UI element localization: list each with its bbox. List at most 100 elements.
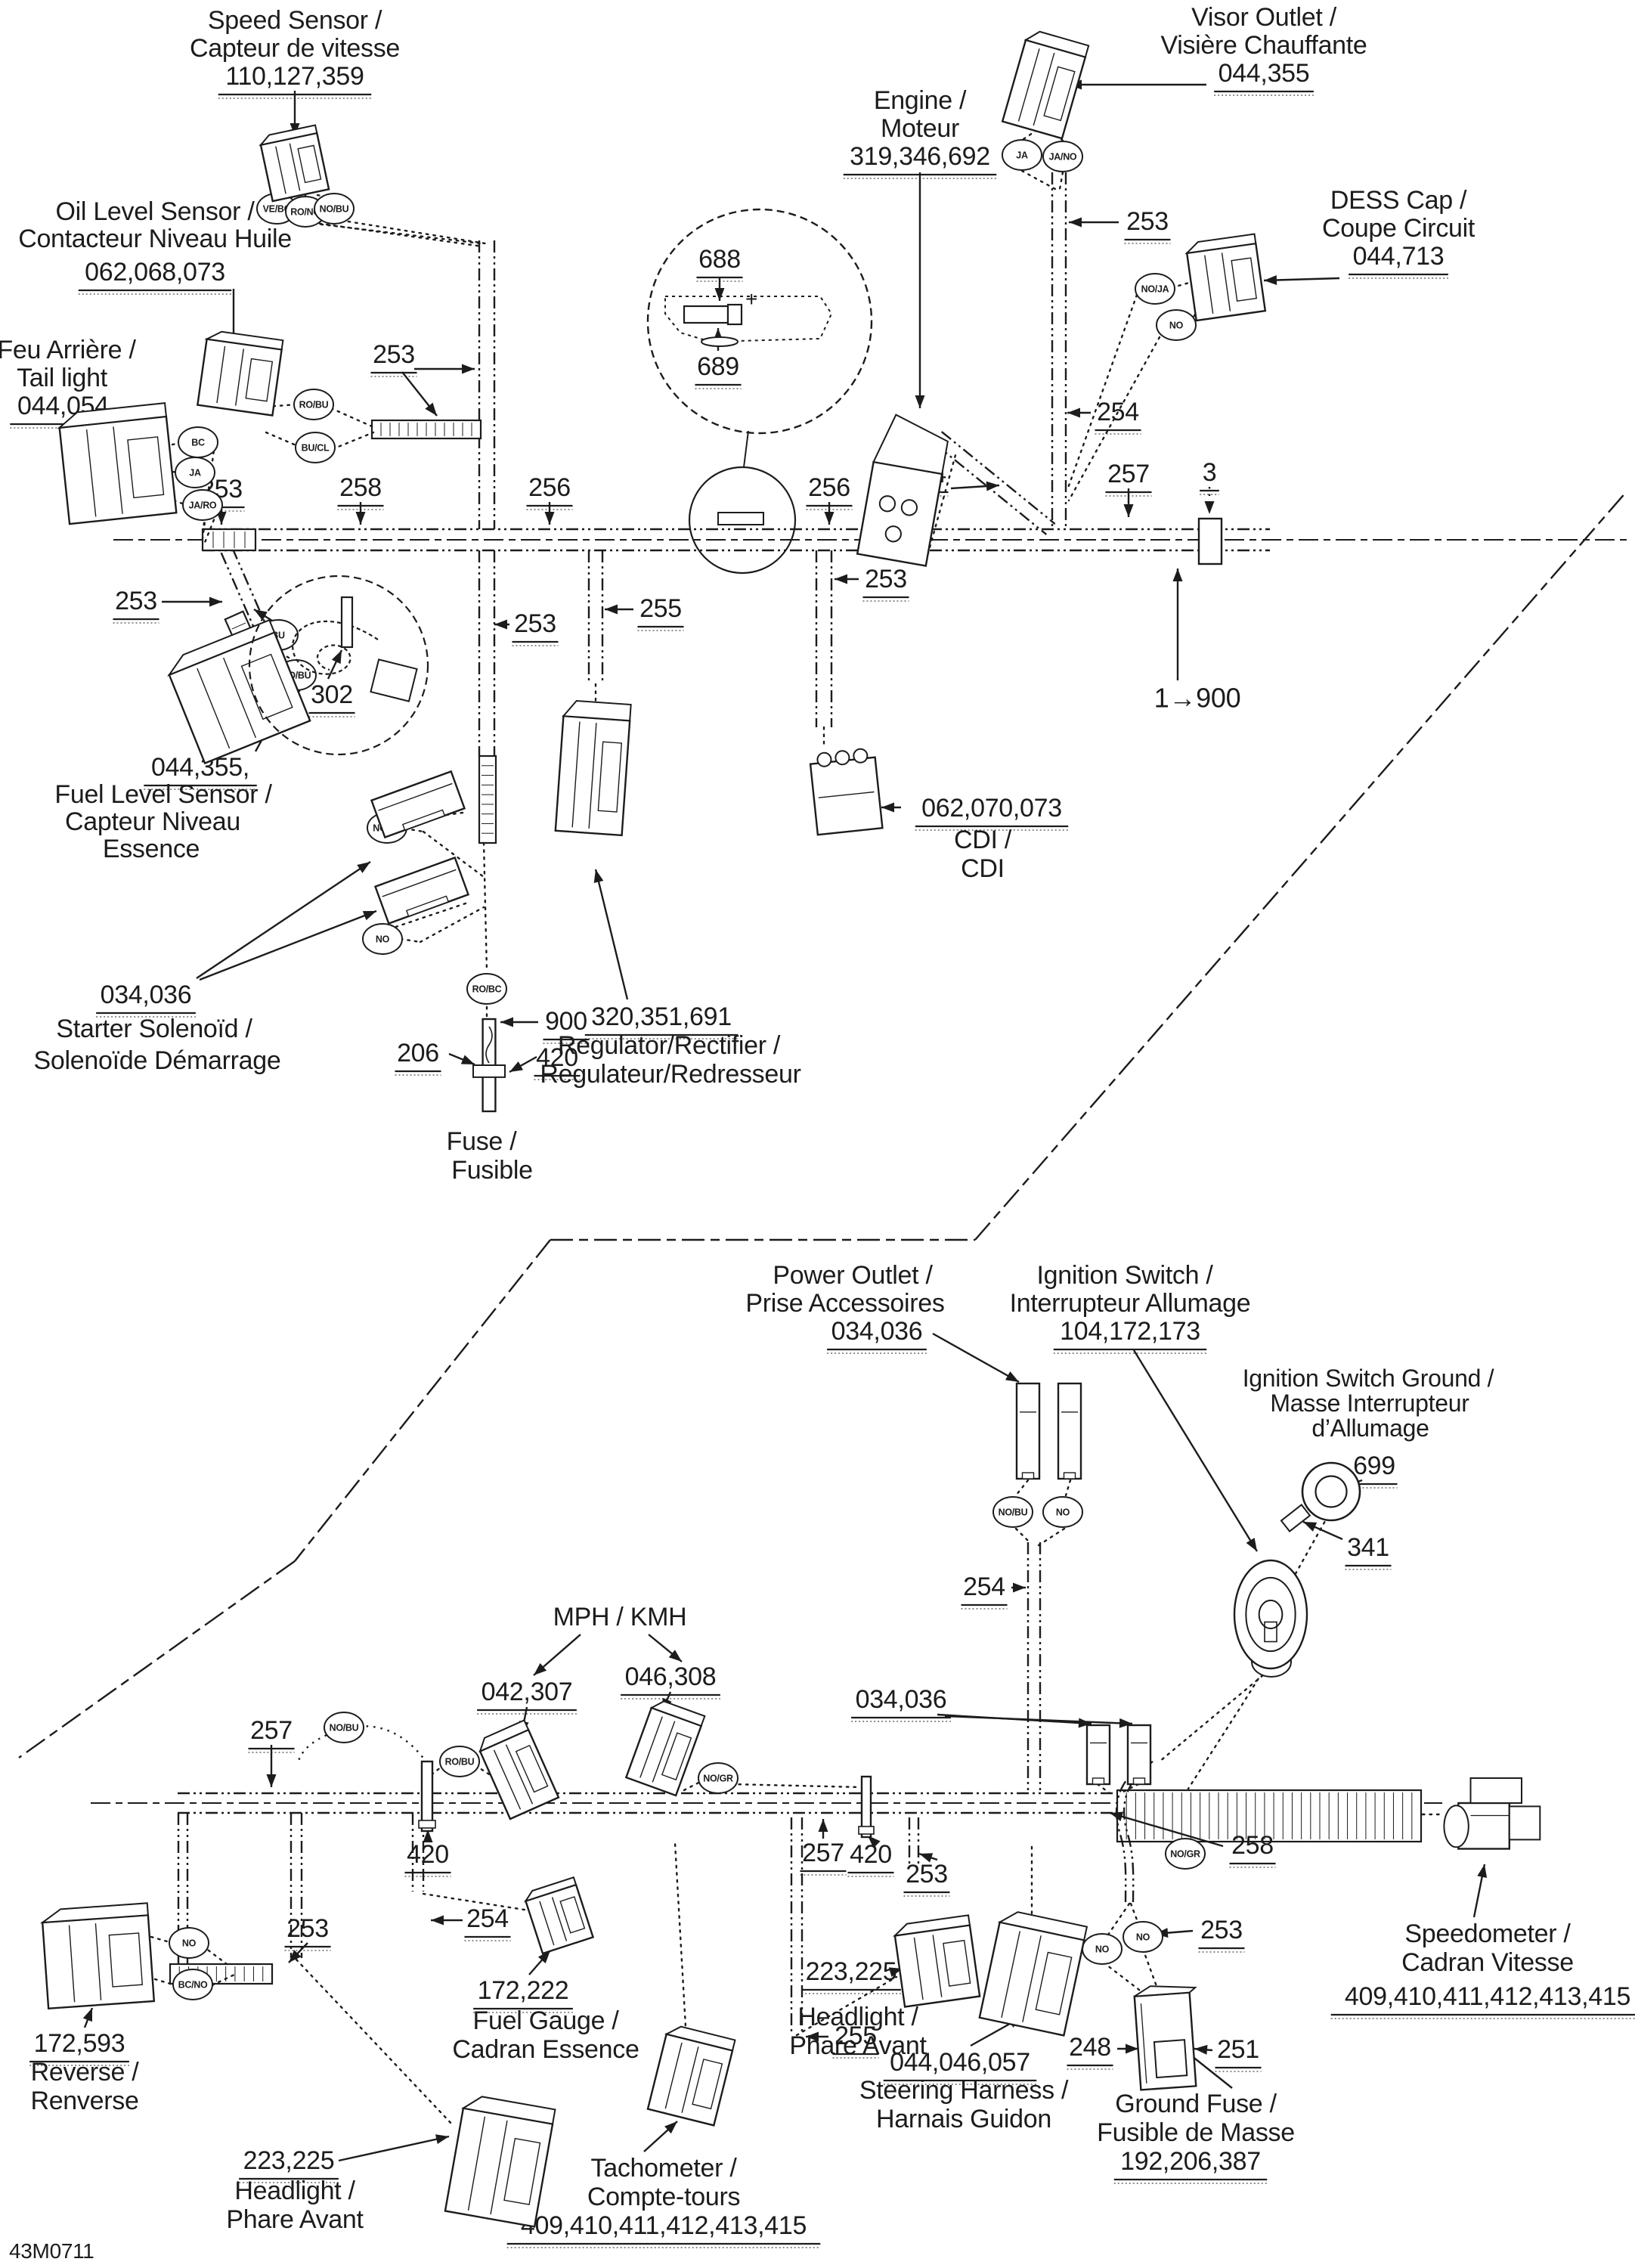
callout-arrow-head-59 bbox=[1126, 2043, 1138, 2054]
ignition-switch-part bbox=[1258, 1599, 1284, 1630]
harness-pipe-6-1 bbox=[940, 431, 1056, 525]
oil-level-sensor-connector-part bbox=[204, 330, 284, 351]
callout-arrow-head-31 bbox=[605, 604, 618, 615]
oil-level-sensor-connector bbox=[197, 330, 284, 417]
headlight-connector-1-part bbox=[467, 2116, 486, 2211]
label-lbl-plus: + bbox=[745, 287, 757, 311]
headlight-connector-2-part bbox=[932, 1935, 943, 1997]
callout-arrow-head-14 bbox=[1069, 217, 1082, 228]
label-fuse-en: Fuse / bbox=[447, 1127, 518, 1156]
regulator-rectifier-connector-part bbox=[588, 723, 597, 829]
sleeve bbox=[478, 754, 497, 844]
fuse-holder-part bbox=[485, 1026, 493, 1064]
label-oil-sensor-num: 062,068,073 bbox=[85, 258, 225, 287]
label-lbl-253-speedline: 253 bbox=[514, 609, 556, 638]
wire-dotted-54 bbox=[1105, 1902, 1131, 1938]
regulator-rectifier-connector-part bbox=[597, 741, 623, 813]
label-visor-num: 044,355 bbox=[1219, 59, 1310, 88]
label-lbl-253-curve: 253 bbox=[1200, 1916, 1243, 1944]
label-lbl-256-b: 256 bbox=[808, 473, 850, 502]
reverse-connector-part bbox=[94, 1923, 102, 2000]
power-outlet-plug-2 bbox=[1057, 1382, 1082, 1480]
speed-sensor-connector-part bbox=[289, 143, 301, 191]
label-lbl-253-visor: 253 bbox=[1126, 207, 1169, 236]
regulator-rectifier-connector-part bbox=[562, 699, 632, 722]
label-cdi-en: CDI / bbox=[954, 826, 1012, 854]
label-lbl-253-oil: 253 bbox=[373, 340, 415, 369]
label-lbl-900: 900 bbox=[545, 1007, 587, 1036]
callout-arrow-line-35 bbox=[1132, 1349, 1259, 1552]
label-lbl-042307: 042,307 bbox=[482, 1678, 573, 1706]
speedometer-connector-part bbox=[1443, 1805, 1469, 1848]
label-fuel-level-num: 044,355, bbox=[151, 753, 249, 782]
wire-dotted-63 bbox=[201, 1944, 228, 1966]
kmh-connector-046308-part bbox=[652, 1721, 676, 1783]
wire-tag-27-NO bbox=[1123, 1921, 1163, 1953]
steering-harness-connector-part bbox=[1001, 1931, 1020, 2018]
callout-arrow-head-33 bbox=[1172, 569, 1183, 581]
callout-arrow-head-60 bbox=[1194, 2044, 1208, 2055]
visor-outlet-connector-part bbox=[1017, 48, 1040, 122]
label-cdi-fr: CDI bbox=[961, 854, 1005, 883]
wire-tag-text-20: RO/BU bbox=[445, 1757, 475, 1768]
cdi-connector-part bbox=[816, 751, 832, 767]
power-outlet-plug-2-part bbox=[1063, 1472, 1076, 1479]
callout-arrow-head-46 bbox=[423, 1830, 433, 1842]
wire-tag-16-NO bbox=[1156, 309, 1197, 341]
engine-connector-part bbox=[872, 414, 949, 476]
callout-arrow-line-23 bbox=[196, 861, 371, 979]
dess-cap-connector-part bbox=[1231, 257, 1257, 302]
tachometer-connector-part bbox=[681, 2046, 699, 2113]
label-lbl-255-low: 255 bbox=[835, 2022, 877, 2050]
wire-tag-text-2: NO/BU bbox=[320, 204, 349, 215]
label-lbl-251: 251 bbox=[1217, 2035, 1259, 2064]
wire-dotted-36 bbox=[1067, 336, 1161, 502]
wire-tag-20-RO/BU bbox=[439, 1746, 480, 1777]
cdi-connector bbox=[809, 748, 884, 836]
headlight-connector-2 bbox=[893, 1914, 981, 2008]
sleeve-rib bbox=[231, 622, 246, 630]
label-hl2-en: Headlight / bbox=[797, 2003, 918, 2031]
fuel-gauge-connector-part bbox=[551, 1897, 568, 1941]
speedometer-connector bbox=[1443, 1777, 1541, 1850]
label-lbl-3: 3 bbox=[1203, 458, 1217, 487]
wire-dotted-59 bbox=[674, 1842, 688, 2041]
accessory-bullet-1-part bbox=[1085, 1724, 1111, 1786]
wire-dotted-6 bbox=[265, 403, 298, 408]
tail-light-connector-part bbox=[57, 402, 168, 429]
callout-arrow-head-15 bbox=[1067, 407, 1080, 418]
engine-connector-part bbox=[900, 499, 918, 516]
label-lbl-302: 302 bbox=[311, 680, 353, 709]
wire-dotted-1 bbox=[304, 220, 484, 248]
wire-tag-14-JA/NO bbox=[1042, 141, 1083, 172]
wire-tag-text-15: NO/JA bbox=[1141, 284, 1169, 295]
wire-dotted-31 bbox=[1058, 171, 1064, 191]
callout-arrow-head-55 bbox=[806, 2031, 819, 2042]
kmh-connector-046308-part bbox=[661, 1732, 692, 1781]
visor-outlet-connector-part bbox=[1023, 30, 1090, 58]
label-reg-num: 320,351,691 bbox=[591, 1002, 732, 1031]
tail-light-connector-part bbox=[127, 436, 165, 499]
power-outlet-plug-1-part bbox=[1015, 1382, 1041, 1480]
starter-solenoid-bullet-2-part bbox=[382, 869, 457, 897]
accessory-bullet-2-part bbox=[1126, 1724, 1152, 1786]
fuse-holder bbox=[472, 1018, 506, 1113]
callout-arrow-line-34 bbox=[932, 1332, 1020, 1383]
wire-dotted-26 bbox=[422, 830, 485, 878]
ground-ring-terminal-part bbox=[1280, 1504, 1311, 1532]
label-starter-en: Starter Solenoïd / bbox=[56, 1015, 252, 1043]
label-speedo-num: 409,410,411,412,413,415 bbox=[1345, 1982, 1630, 2011]
label-tach-num: 409,410,411,412,413,415 bbox=[521, 2211, 807, 2240]
section-boundary-3 bbox=[18, 1560, 296, 1758]
wire-dotted-39 bbox=[1014, 1479, 1030, 1497]
headlight-connector-2-part bbox=[893, 1914, 971, 1937]
wire-dotted-56 bbox=[1102, 1961, 1150, 1999]
tachometer-connector-part bbox=[664, 2025, 736, 2052]
label-lbl-420-fuse: 420 bbox=[536, 1043, 578, 1072]
wire-tag-text-7: JA/RO bbox=[189, 500, 217, 511]
inline-fuse-688 bbox=[683, 305, 729, 324]
label-cdi-num: 062,070,073 bbox=[921, 794, 1062, 823]
label-reverse-fr: Renverse bbox=[30, 2087, 138, 2115]
